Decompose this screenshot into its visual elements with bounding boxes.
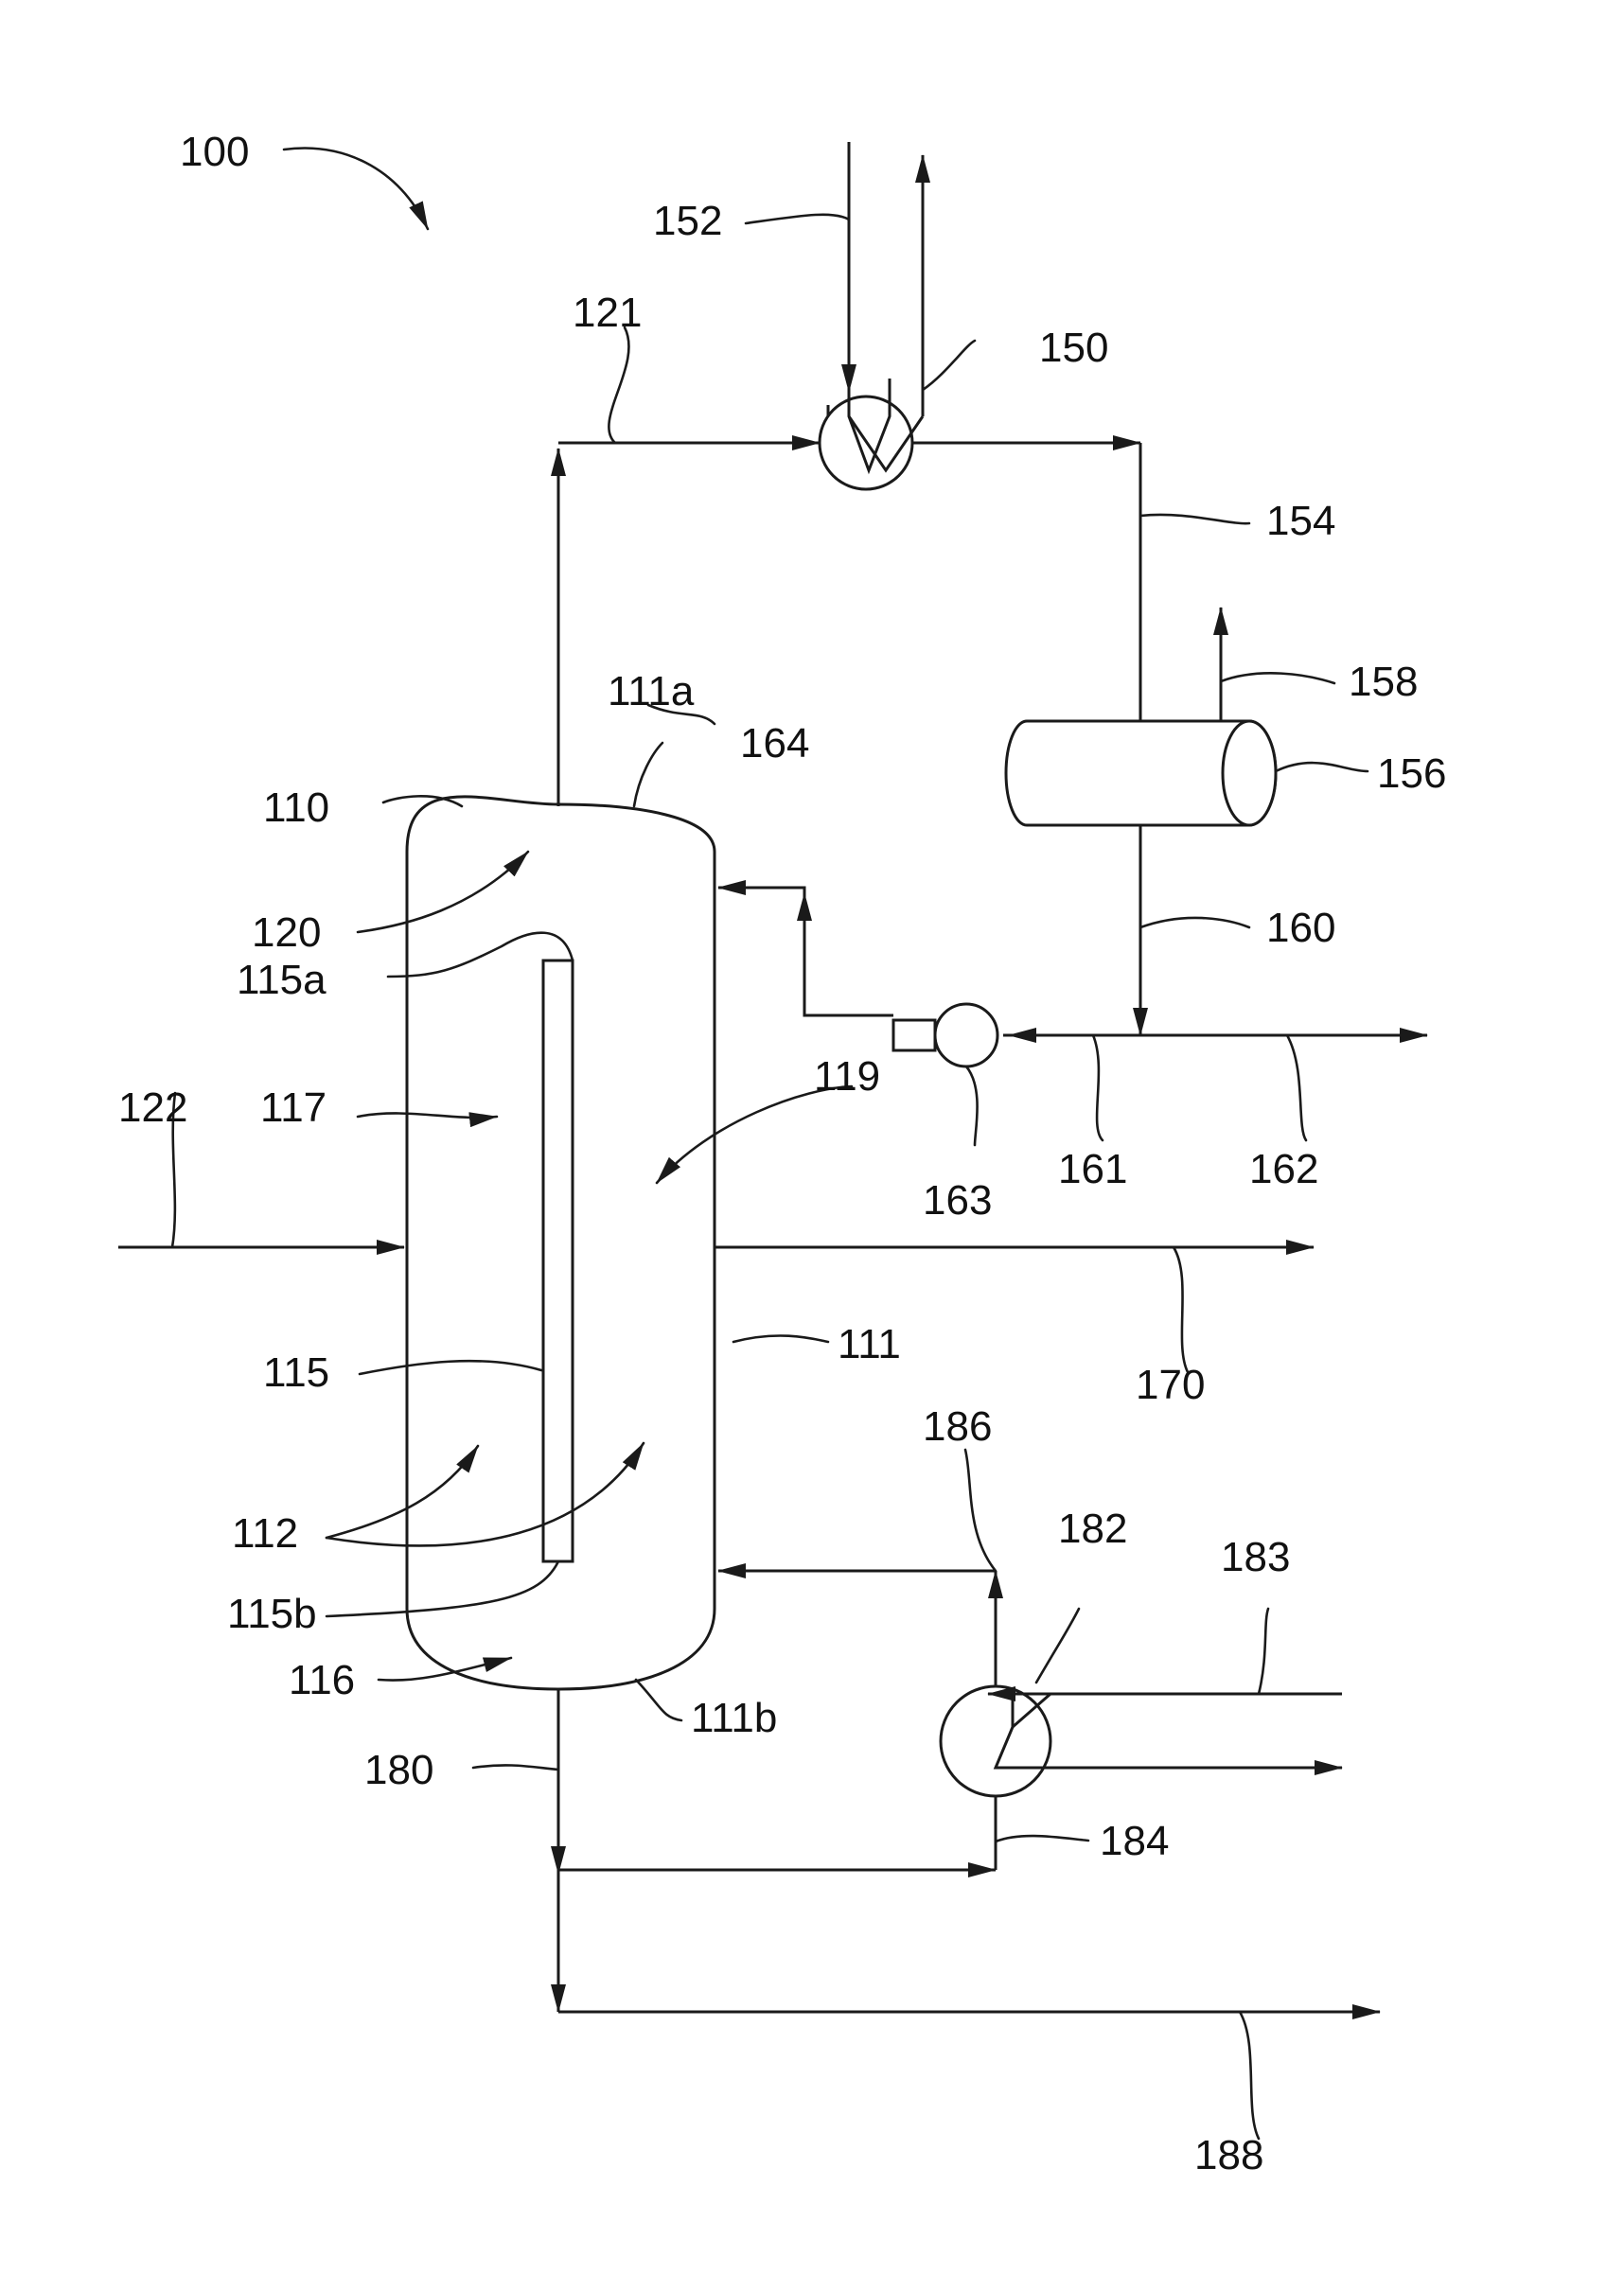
label-186: 186 (923, 1403, 992, 1450)
reboiler-182 (941, 1686, 1050, 1796)
label-156: 156 (1377, 750, 1446, 797)
label-163: 163 (923, 1177, 992, 1224)
label-150: 150 (1039, 325, 1108, 371)
label-182: 182 (1058, 1506, 1127, 1552)
label-162: 162 (1249, 1146, 1318, 1192)
leader-lines (172, 149, 1368, 2139)
label-122: 122 (118, 1084, 187, 1131)
label-100: 100 (180, 129, 249, 175)
label-111: 111 (838, 1321, 901, 1367)
internal-tube-115 (543, 960, 573, 1561)
label-158: 158 (1349, 659, 1418, 705)
label-115a: 115a (237, 957, 327, 1003)
label-184: 184 (1100, 1818, 1169, 1864)
label-110: 110 (263, 784, 329, 831)
label-152: 152 (653, 198, 722, 244)
label-170: 170 (1136, 1362, 1205, 1408)
reflux-drum-156 (1006, 721, 1276, 825)
label-160: 160 (1266, 905, 1335, 951)
label-188: 188 (1194, 2132, 1263, 2178)
label-180: 180 (364, 1747, 433, 1793)
label-183: 183 (1221, 1534, 1290, 1580)
label-116: 116 (289, 1657, 355, 1703)
label-164: 164 (740, 720, 809, 767)
label-119: 119 (814, 1053, 880, 1100)
pump-163 (893, 1004, 997, 1066)
label-121: 121 (573, 290, 642, 336)
label-115: 115 (263, 1349, 329, 1396)
label-154: 154 (1266, 498, 1335, 544)
label-117: 117 (260, 1084, 327, 1131)
label-111a: 111a (608, 668, 695, 714)
label-161: 161 (1058, 1146, 1127, 1192)
label-112: 112 (232, 1510, 298, 1557)
label-115b: 115b (227, 1591, 317, 1637)
label-111b: 111b (691, 1695, 777, 1741)
label-120: 120 (252, 909, 321, 956)
